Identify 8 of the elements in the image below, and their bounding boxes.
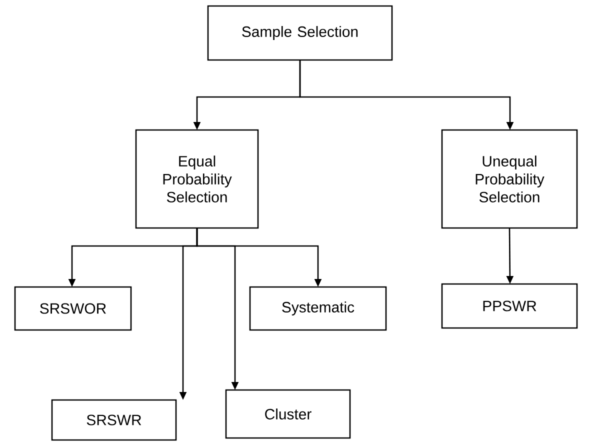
process-box: Unequal Probability Selection bbox=[441, 129, 578, 229]
process-box: Equal Probability Selection bbox=[135, 129, 259, 229]
process-box: PPSWR bbox=[441, 283, 578, 329]
process-box: Sample Selection bbox=[207, 5, 393, 61]
process-box: SRSWR bbox=[51, 399, 177, 441]
process-box: Systematic bbox=[249, 286, 387, 331]
process-box: SRSWOR bbox=[14, 286, 132, 331]
process-box: Cluster bbox=[225, 389, 351, 439]
